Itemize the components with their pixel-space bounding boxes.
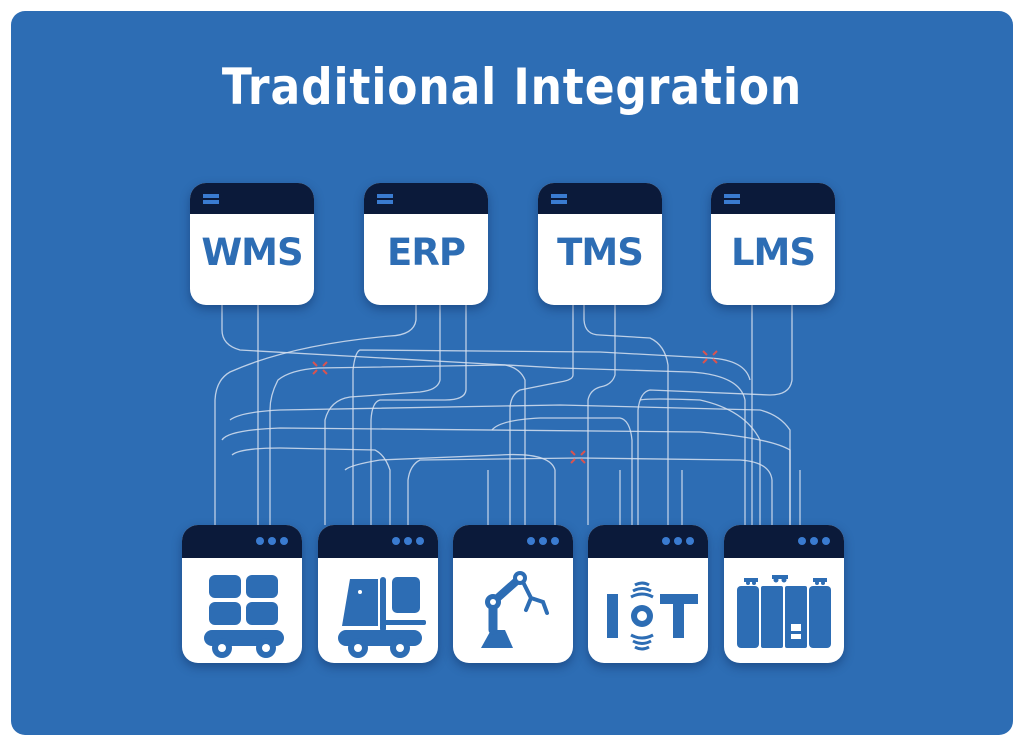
- storage-rack-icon: [737, 575, 831, 648]
- system-label: LMS: [730, 231, 816, 274]
- window-menu-icon: [377, 194, 393, 205]
- window-dots-icon: [662, 537, 694, 545]
- break-marker-icon: [702, 350, 718, 364]
- card-header: [364, 183, 488, 214]
- iot-icon: [607, 581, 698, 651]
- window-menu-icon: [551, 194, 567, 205]
- cart-icon: [204, 575, 284, 658]
- robot-arm-icon: [481, 571, 549, 648]
- system-label: TMS: [557, 231, 644, 274]
- card-header: [190, 183, 314, 214]
- window-dots-icon: [256, 537, 288, 545]
- page-title: Traditional Integration: [221, 58, 803, 116]
- forklift-icon: [338, 577, 426, 658]
- system-label: WMS: [201, 231, 303, 274]
- system-card-wms[interactable]: WMS: [190, 183, 314, 305]
- break-marker-icon: [570, 450, 586, 464]
- system-label: ERP: [387, 231, 466, 274]
- device-card-iot[interactable]: [588, 525, 708, 663]
- device-card-forklift[interactable]: [318, 525, 438, 663]
- card-header: [711, 183, 835, 214]
- system-card-tms[interactable]: TMS: [538, 183, 662, 305]
- device-card-storage-racks[interactable]: [724, 525, 844, 663]
- window-menu-icon: [724, 194, 740, 205]
- window-dots-icon: [392, 537, 424, 545]
- window-dots-icon: [798, 537, 830, 545]
- system-card-lms[interactable]: LMS: [711, 183, 835, 305]
- break-marker-icon: [312, 361, 328, 375]
- window-dots-icon: [527, 537, 559, 545]
- device-card-robot-arm[interactable]: [453, 525, 573, 663]
- window-menu-icon: [203, 194, 219, 205]
- card-header: [538, 183, 662, 214]
- device-card-cart[interactable]: [182, 525, 302, 663]
- system-card-erp[interactable]: ERP: [364, 183, 488, 305]
